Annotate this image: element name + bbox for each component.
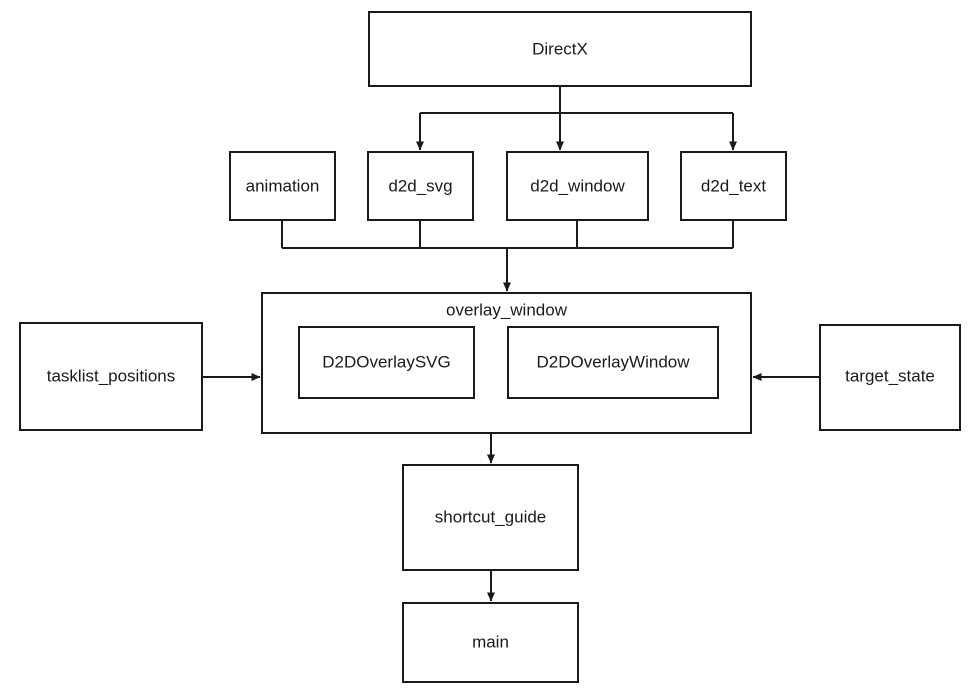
node-shortcut-guide-label: shortcut_guide <box>435 507 547 526</box>
node-tasklist-positions-box <box>19 322 203 431</box>
node-directx[interactable]: DirectX <box>368 11 752 87</box>
node-d2d-svg-box <box>367 151 474 221</box>
node-tasklist-positions[interactable]: tasklist_positions <box>19 322 203 431</box>
node-target-state[interactable]: target_state <box>819 324 961 431</box>
node-main-label: main <box>472 632 509 651</box>
node-overlay-window[interactable]: overlay_window D2DOverlaySVG D2DOverlayW… <box>261 292 752 434</box>
node-d2d-svg-label: d2d_svg <box>388 176 452 195</box>
node-d2doverlaysvg-label: D2DOverlaySVG <box>322 352 450 371</box>
node-animation[interactable]: animation <box>229 151 336 221</box>
node-shortcut-guide[interactable]: shortcut_guide <box>402 464 579 571</box>
node-tasklist-positions-label: tasklist_positions <box>47 366 176 385</box>
node-shortcut-guide-box <box>402 464 579 571</box>
node-d2doverlaywindow-box <box>507 326 719 399</box>
node-d2d-text-box <box>680 151 787 221</box>
node-d2d-text[interactable]: d2d_text <box>680 151 787 221</box>
node-d2d-window-label: d2d_window <box>530 176 625 195</box>
node-main[interactable]: main <box>402 602 579 683</box>
node-d2doverlaysvg-box <box>298 326 475 399</box>
node-overlay-window-label: overlay_window <box>446 300 568 319</box>
node-d2d-window-box <box>506 151 649 221</box>
node-d2d-window[interactable]: d2d_window <box>506 151 649 221</box>
node-d2doverlaywindow-label: D2DOverlayWindow <box>536 352 690 371</box>
node-directx-label: DirectX <box>532 39 588 58</box>
node-target-state-label: target_state <box>845 366 935 385</box>
node-d2d-svg[interactable]: d2d_svg <box>367 151 474 221</box>
node-animation-box <box>229 151 336 221</box>
node-directx-box <box>368 11 752 87</box>
node-animation-label: animation <box>246 176 320 195</box>
node-d2d-text-label: d2d_text <box>701 176 766 195</box>
node-main-box <box>402 602 579 683</box>
node-d2doverlaysvg[interactable]: D2DOverlaySVG <box>298 326 475 399</box>
node-d2doverlaywindow[interactable]: D2DOverlayWindow <box>507 326 719 399</box>
edge-layer <box>202 86 820 602</box>
node-target-state-box <box>819 324 961 431</box>
